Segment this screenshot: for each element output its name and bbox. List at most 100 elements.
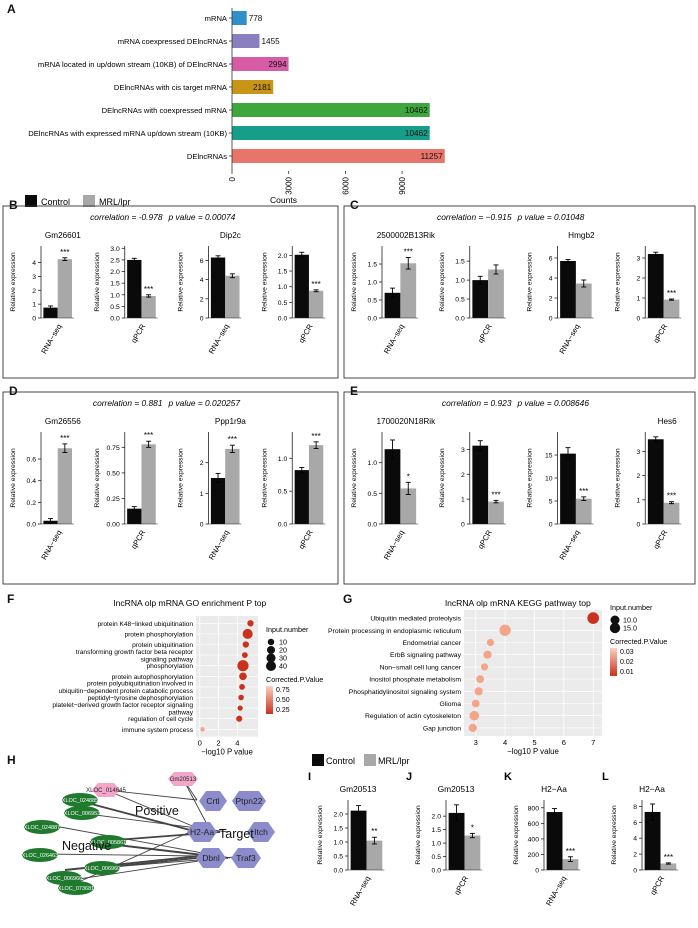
y-tick-label: 0.25 [107,496,120,503]
y-tick-label: 0.5 [278,300,288,307]
y-tick-label: 1.5 [110,281,120,288]
x-method-label: qPCR [452,874,470,896]
y-axis-title: Relative expression [513,805,520,865]
negative-node-4 [90,835,126,849]
color-legend-title: Corrected.P.Value [610,637,667,646]
y-axis-title: Relative expression [351,252,358,312]
bar-value-label: 2181 [253,83,272,92]
term-label: pathway [168,709,193,716]
y-axis-title: Relative expression [527,448,534,508]
y-axis-title: Relative expression [439,252,446,312]
bar-control [384,449,401,524]
panel-letter: K [504,771,512,783]
y-tick-label: 1.0 [110,292,120,299]
correlation-label: correlation = −0.915 [437,212,512,222]
y-tick-label: 0.6 [27,457,37,464]
negative-node-label-3: XLOC_024887 [24,825,60,831]
panel-frame-e [343,391,696,585]
y-tick-label: 1.5 [455,259,465,266]
y-tick-label: 0.5 [278,489,288,496]
size-legend-label: 20 [279,646,287,655]
x-tick-label: 0 [228,176,237,181]
y-tick-label: 6 [549,256,553,263]
p-value-label: p value = 0.00074 [168,212,236,222]
bar-case [308,445,324,524]
y-tick-label: 800 [528,805,540,812]
negative-label: Negative [62,839,111,853]
term-label: transforming growth factor beta receptor [76,649,194,656]
y-tick-label: 0.5 [368,491,378,498]
bar-case [57,448,73,524]
color-legend-label: 0.01 [620,669,634,676]
panel-letter-f: F [7,592,15,606]
bar-control [294,470,309,524]
negative-node-3 [24,820,60,834]
y-tick-label: 400 [528,836,540,843]
bar-value-label: 11257 [421,152,444,161]
legend-expression-top: Control MRL/lpr [25,195,131,207]
term-label: Ubiquitin mediated proteolysis [370,616,461,623]
y-tick-label: 3 [461,447,465,454]
category-label: mRNA coexpressed DElncRNAs [118,37,228,46]
negative-node-label-2: XLOC_006953 [64,811,100,817]
bar [232,11,247,25]
x-method-label: qPCR [648,874,666,896]
y-axis-title: Relative expression [351,448,358,508]
legend-swatch-control [25,195,37,207]
y-tick-label: 1.5 [368,262,378,269]
y-tick-label: 4 [633,836,637,843]
size-legend-dot [610,615,620,625]
significance-label: *** [664,853,673,862]
color-legend-label: 0.25 [276,707,290,714]
negative-node-5 [22,848,58,862]
target-node-crtl [199,791,227,811]
y-tick-label: 2 [549,296,553,303]
y-tick-label: 0 [633,868,637,875]
term-label: protein polyubiquitination involved in [87,681,193,688]
y-tick-label: 0.4 [27,478,37,485]
x-method-label: RNA−seq [544,875,568,908]
negative-node-label-7: XLOC_006966 [46,876,82,882]
y-tick-label: 2.0 [334,812,344,819]
significance-label: ** [371,827,377,836]
size-legend-label: 10.0 [623,616,637,625]
bar-case [488,501,504,524]
y-tick-label: 2 [200,460,204,467]
x-method-label: RNA−seq [382,529,406,562]
term-point [474,687,483,696]
y-tick-label: 1.5 [278,269,288,276]
term-point [237,660,249,672]
bar-case [225,275,240,318]
y-tick-label: 1.0 [278,456,288,463]
y-tick-label: 1.5 [334,826,344,833]
term-label: Glioma [439,701,461,708]
y-axis-title: Relative expression [178,252,185,312]
y-tick-label: 4 [32,260,36,267]
term-label: regulation of cell cycle [128,716,193,723]
panel-letter-e: E [350,384,359,398]
gene-label: 1700020N18Rik [377,417,437,426]
target-node-label-crtl: Crtl [206,796,219,806]
y-tick-label: 2.0 [110,269,120,276]
network-green-nodes: XLOC_024885 XLOC_006953 XLOC_024887 XLOC… [22,793,126,895]
x-tick-label: 7 [591,738,595,747]
y-tick-label: 0.5 [432,854,442,861]
target-node-dbnl [196,848,226,868]
bar-case [575,283,592,318]
y-axis-title: Relative expression [611,805,618,865]
gene-label: Hes6 [658,417,678,426]
y-tick-label: 3.0 [110,246,120,253]
target-node-traf3 [231,848,261,868]
significance-label: *** [667,289,676,298]
term-point [469,710,480,721]
size-legend-dot [265,660,277,672]
y-tick-label: 5 [549,499,553,506]
positive-label: Positive [135,804,179,818]
y-tick-label: 2 [200,296,204,303]
term-point [483,650,492,659]
y-tick-label: 0.0 [334,868,344,875]
bar-control [472,280,489,318]
y-axis-title: Relative expression [527,252,534,312]
